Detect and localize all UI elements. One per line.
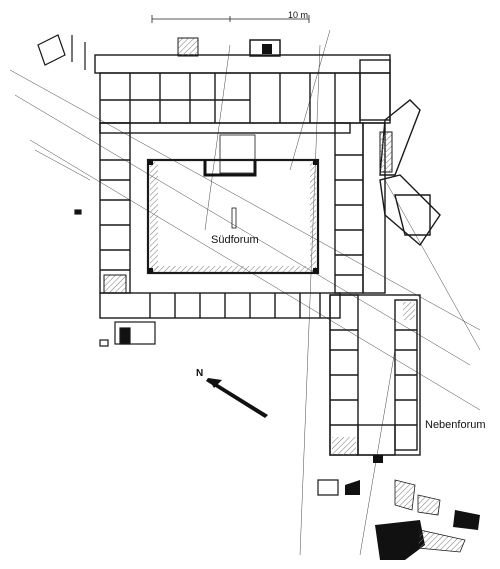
west-wing <box>99 122 131 294</box>
east-wing <box>334 122 386 294</box>
south-range <box>99 292 341 319</box>
side-forum-label: Nebenforum <box>425 419 486 431</box>
west-fragments <box>37 34 156 347</box>
north-arrow <box>206 378 268 418</box>
north-label: N <box>196 368 204 379</box>
scale-bar <box>151 15 310 23</box>
survey-lines <box>9 29 481 556</box>
scale-label: 10 m <box>288 10 309 20</box>
south-east-ruins <box>317 479 480 560</box>
south-forum-courtyard <box>146 134 320 275</box>
east-annexes <box>359 59 441 247</box>
south-forum-label: Südforum <box>211 234 259 246</box>
north-wing <box>94 54 391 134</box>
